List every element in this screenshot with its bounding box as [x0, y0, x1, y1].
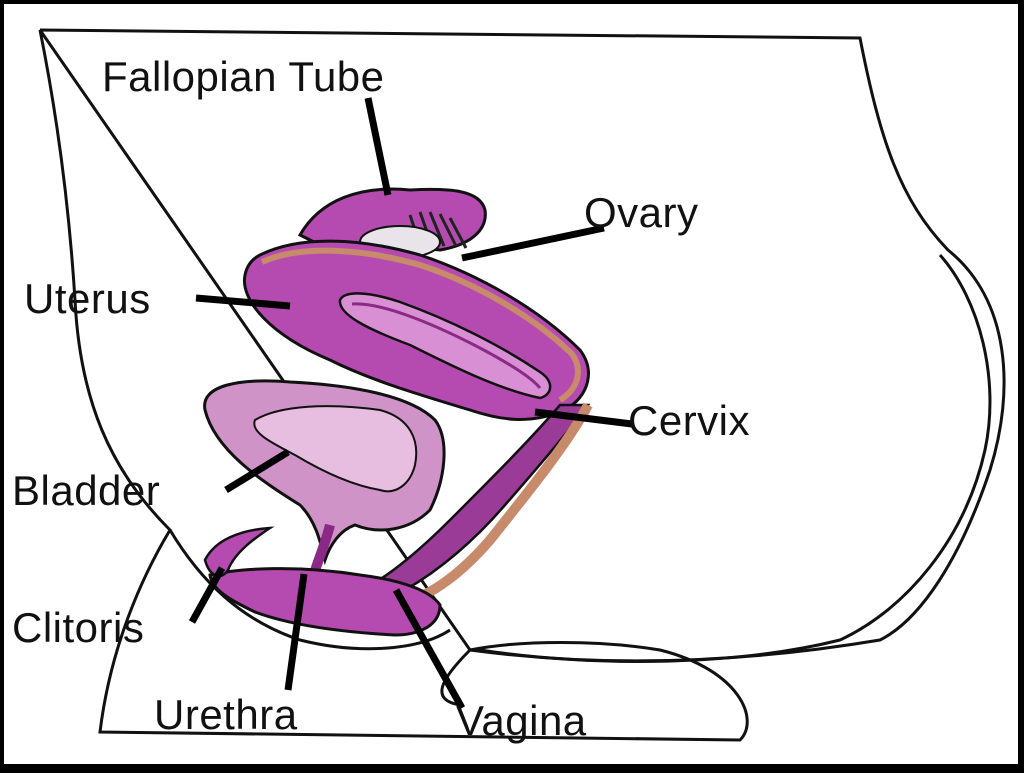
posterior-wall — [408, 402, 593, 605]
buttock-curve — [479, 254, 992, 663]
leader-bladder — [224, 449, 290, 493]
uterine-cavity — [338, 292, 552, 400]
label-urethra: Urethra — [154, 691, 298, 738]
label-cervix: Cervix — [628, 397, 751, 444]
leader-cervix — [534, 408, 633, 428]
label-uterus: Uterus — [24, 275, 151, 322]
uterus-wall — [260, 247, 581, 403]
label-vagina: Vagina — [456, 697, 587, 744]
bladder-inner — [253, 405, 418, 493]
leader-lines — [188, 97, 633, 710]
vulva-shape — [208, 567, 442, 637]
leader-ovary — [461, 224, 605, 262]
leader-vagina — [392, 588, 466, 710]
leader-uterus — [195, 294, 291, 310]
lower-body-curve — [168, 529, 451, 651]
label-clitoris: Clitoris — [12, 604, 145, 651]
leader-fallopian-tube — [364, 97, 392, 196]
leader-urethra — [284, 573, 308, 691]
cavity-lining — [351, 302, 542, 389]
label-ovary: Ovary — [584, 189, 699, 236]
label-fallopian-tube: Fallopian Tube — [102, 53, 385, 100]
leader-clitoris — [188, 566, 226, 624]
label-bladder: Bladder — [12, 467, 161, 514]
